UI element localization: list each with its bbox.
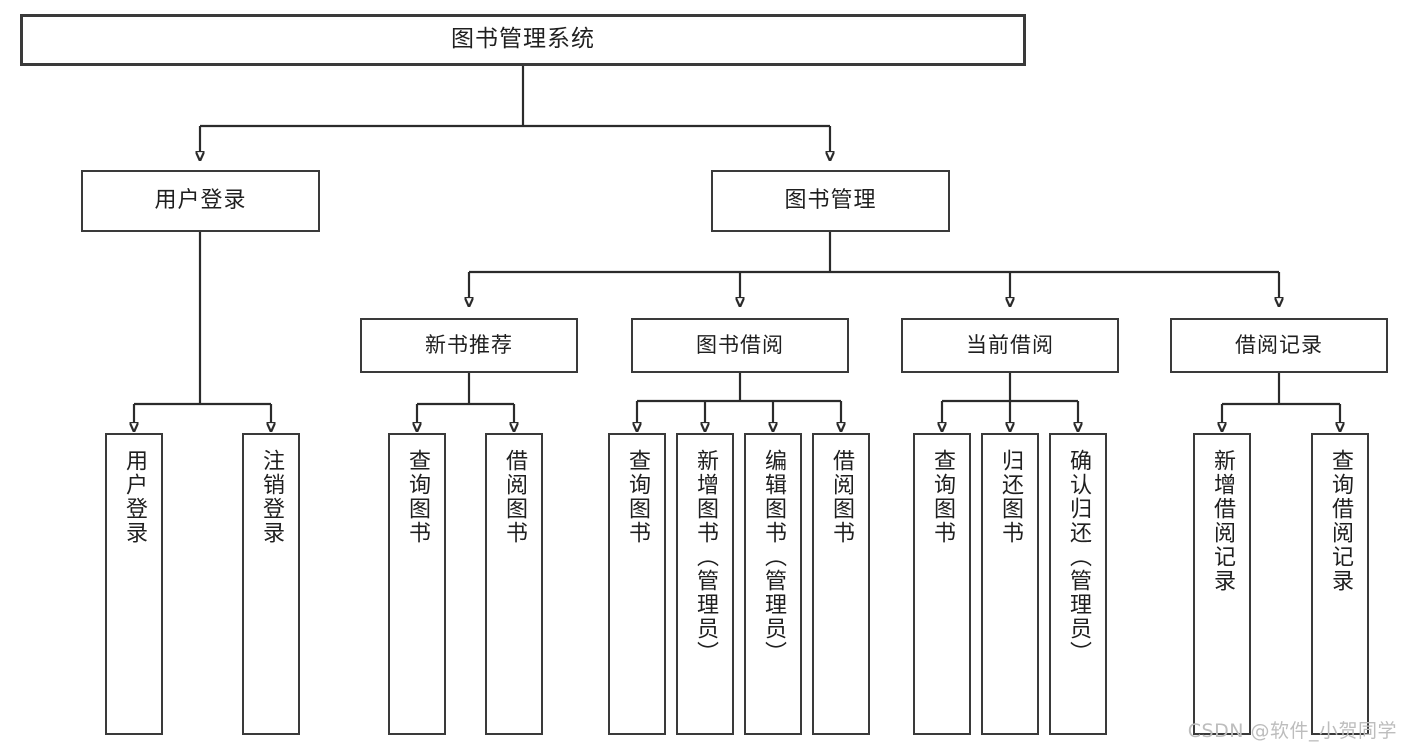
leaf-user-login-login[interactable]: 用户登录	[105, 433, 163, 735]
node-book-management[interactable]: 图书管理	[711, 170, 950, 232]
leaf-current-query-book[interactable]: 查询图书	[913, 433, 971, 735]
node-borrow-record[interactable]: 借阅记录	[1170, 318, 1388, 373]
node-label: 编辑图书（管理员）	[760, 449, 786, 665]
node-user-login[interactable]: 用户登录	[81, 170, 320, 232]
leaf-user-login-logout[interactable]: 注销登录	[242, 433, 300, 735]
node-new-book-recommend[interactable]: 新书推荐	[360, 318, 578, 373]
node-label: 查询图书	[624, 449, 650, 545]
leaf-record-add-record[interactable]: 新增借阅记录	[1193, 433, 1251, 735]
node-label: 新书推荐	[425, 332, 513, 357]
node-label: 当前借阅	[966, 332, 1054, 357]
leaf-borrow-edit-book-admin[interactable]: 编辑图书（管理员）	[744, 433, 802, 735]
leaf-borrow-add-book-admin[interactable]: 新增图书（管理员）	[676, 433, 734, 735]
node-root-system[interactable]: 图书管理系统	[20, 14, 1026, 66]
node-label: 新增借阅记录	[1209, 449, 1235, 593]
watermark: CSDN @软件_小贺同学	[1187, 720, 1397, 742]
node-label: 用户登录	[154, 187, 247, 213]
node-label: 借阅图书	[828, 449, 854, 545]
node-label: 新增图书（管理员）	[692, 449, 718, 665]
node-label: 查询借阅记录	[1327, 449, 1353, 593]
leaf-borrow-query-book[interactable]: 查询图书	[608, 433, 666, 735]
node-label: 查询图书	[404, 449, 430, 545]
node-label: 查询图书	[929, 449, 955, 545]
leaf-current-return-book[interactable]: 归还图书	[981, 433, 1039, 735]
node-label: 注销登录	[258, 449, 284, 545]
leaf-recommend-borrow-book[interactable]: 借阅图书	[485, 433, 543, 735]
leaf-current-confirm-return-admin[interactable]: 确认归还（管理员）	[1049, 433, 1107, 735]
node-label: 归还图书	[997, 449, 1023, 545]
node-label: 用户登录	[121, 449, 147, 545]
node-label: 图书管理	[784, 187, 877, 213]
node-label: 借阅记录	[1235, 332, 1323, 357]
node-label: 图书借阅	[696, 332, 784, 357]
leaf-record-query-record[interactable]: 查询借阅记录	[1311, 433, 1369, 735]
leaf-recommend-query-book[interactable]: 查询图书	[388, 433, 446, 735]
node-current-borrow[interactable]: 当前借阅	[901, 318, 1119, 373]
node-book-borrow[interactable]: 图书借阅	[631, 318, 849, 373]
leaf-borrow-borrow-book[interactable]: 借阅图书	[812, 433, 870, 735]
node-label: 图书管理系统	[451, 26, 595, 53]
node-label: 借阅图书	[501, 449, 527, 545]
node-label: 确认归还（管理员）	[1065, 449, 1091, 665]
